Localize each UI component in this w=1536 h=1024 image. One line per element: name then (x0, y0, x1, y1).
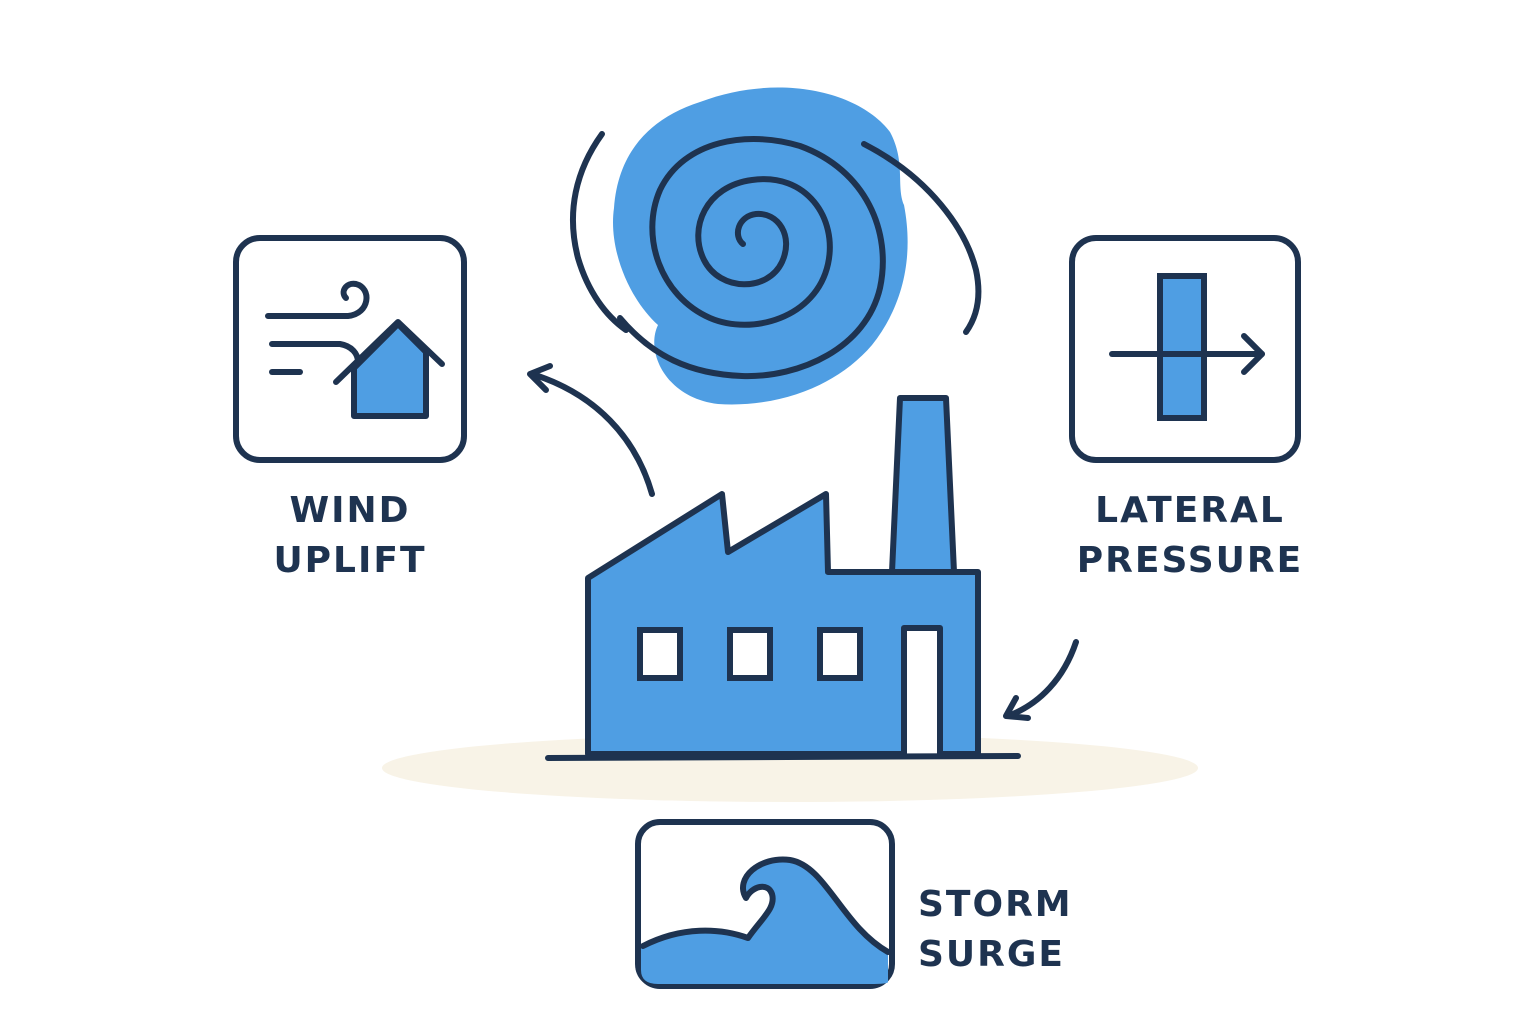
wind-uplift-label: WIND UPLIFT (250, 486, 450, 586)
storm-surge-panel (635, 819, 895, 989)
lateral-pressure-label-line-1: LATERAL (1095, 490, 1285, 531)
lateral-pressure-panel (1069, 235, 1301, 463)
lateral-force-icon (1109, 273, 1265, 421)
factory-ground-line (545, 753, 1021, 761)
lateral-pressure-label: LATERAL PRESSURE (1070, 486, 1310, 586)
wind-uplift-panel (233, 235, 467, 463)
wind-uplift-label-line-1: WIND (289, 490, 411, 531)
lateral-pressure-label-line-2: PRESSURE (1076, 540, 1304, 581)
storm-surge-label-line-1: STORM (918, 884, 1073, 925)
wave-icon (640, 856, 891, 984)
hurricane-blob (613, 87, 908, 405)
arrow-to-wind-uplift (527, 363, 655, 497)
wind-house-icon (265, 280, 445, 419)
storm-surge-label-line-2: SURGE (918, 934, 1066, 975)
factory-building (585, 491, 981, 757)
factory-icon (545, 395, 1021, 761)
hurricane-outer-arc-left (570, 131, 629, 333)
factory-chimney (889, 395, 957, 575)
factory-window-1 (637, 627, 683, 681)
hurricane-spiral (617, 135, 886, 380)
factory-window-2 (727, 627, 773, 681)
storm-surge-label: STORM SURGE (918, 880, 1118, 980)
wind-uplift-label-line-2: UPLIFT (273, 540, 427, 581)
arrow-from-lateral-pressure (1003, 639, 1079, 721)
hurricane-icon (570, 87, 982, 405)
factory-window-3 (817, 627, 863, 681)
hurricane-outer-arc-right (861, 141, 982, 335)
factory-door (901, 625, 943, 754)
